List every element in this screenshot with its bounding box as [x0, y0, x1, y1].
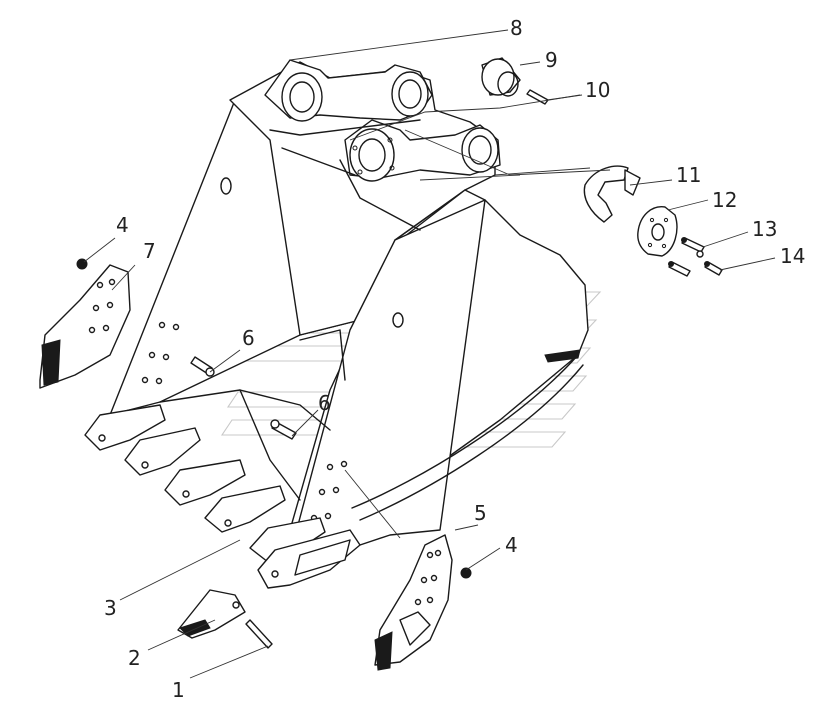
part-9-bushing: [481, 57, 521, 97]
leader-lines: [83, 29, 776, 679]
callout-4-left: 4: [116, 213, 129, 237]
part-11-shim: [583, 165, 641, 223]
part-13-bolt: [668, 237, 705, 277]
callout-14: 14: [780, 244, 805, 268]
part-4-nut: [76, 258, 472, 579]
callout-8: 8: [510, 16, 523, 40]
callout-3: 3: [104, 596, 117, 620]
callout-13: 13: [752, 217, 777, 241]
callout-6-upper: 6: [242, 326, 255, 350]
teeth-row: [84, 404, 361, 589]
part-10-pin: [526, 89, 549, 105]
callout-9: 9: [545, 48, 558, 72]
bucket-body: [109, 59, 589, 556]
callout-12: 12: [712, 188, 737, 212]
callout-4-right: 4: [505, 533, 518, 557]
part-14-bolt: [696, 250, 723, 276]
callout-6-lower: 6: [318, 391, 331, 415]
callout-7: 7: [143, 239, 156, 263]
part-2-tooth: [177, 589, 246, 639]
part-6-bolt: [190, 356, 297, 440]
part-5-side-cutter-right: [374, 534, 453, 671]
part-1-pin: [245, 619, 273, 649]
part-7-side-cutter-left: [39, 264, 131, 389]
part-12-flange: [637, 206, 678, 257]
callout-1: 1: [172, 678, 185, 702]
callout-11: 11: [676, 163, 701, 187]
callout-5: 5: [474, 501, 487, 525]
callout-10: 10: [585, 78, 610, 102]
callout-numbers: 1 2 3 4 4 5 6 6 7 8 9 10 11 12 13 14: [104, 16, 805, 702]
callout-2: 2: [128, 646, 141, 670]
